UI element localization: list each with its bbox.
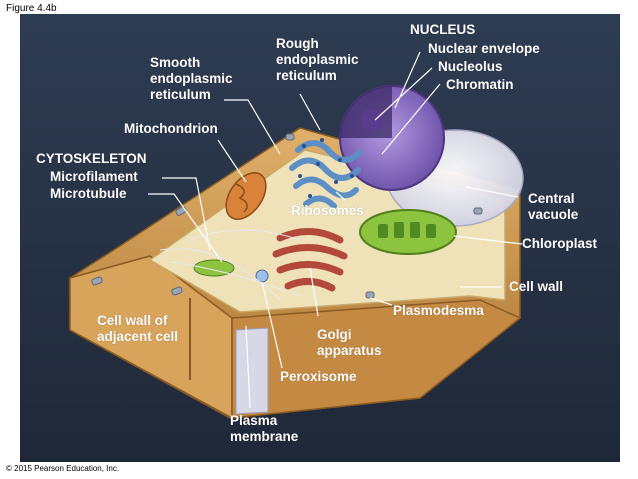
- label-nucleolus: Nucleolus: [438, 59, 503, 74]
- cell-front-face: [231, 299, 522, 419]
- figure-label: Figure 4.4b: [6, 3, 57, 14]
- label-ribosomes: Ribosomes: [291, 203, 364, 218]
- copyright-notice: © 2015 Pearson Education, Inc.: [6, 464, 120, 473]
- label-nuclear-envelope: Nuclear envelope: [428, 41, 540, 56]
- label-microtubule: Microtubule: [50, 186, 127, 201]
- label-cell-wall-adjacent: Cell wall of adjacent cell: [97, 313, 179, 344]
- leader-lines: [148, 51, 523, 409]
- nucleolus-shape: [361, 109, 383, 131]
- plasma-membrane-strip: [235, 327, 269, 415]
- label-golgi: Golgi apparatus: [317, 327, 382, 358]
- label-central-vacuole: Central vacuole: [528, 191, 579, 222]
- label-nucleus-heading: NUCLEUS: [410, 22, 476, 37]
- mitochondrion-cristae: [235, 183, 248, 213]
- label-microfilament: Microfilament: [50, 169, 138, 184]
- label-mitochondrion: Mitochondrion: [124, 121, 218, 136]
- label-cell-wall: Cell wall: [509, 279, 564, 294]
- label-plasmodesma: Plasmodesma: [393, 303, 484, 318]
- rough-er-shape: [289, 140, 363, 209]
- label-peroxisome: Peroxisome: [280, 369, 357, 384]
- plasmodesmata: [91, 133, 483, 299]
- chloroplast-grana: [378, 222, 436, 238]
- label-chromatin: Chromatin: [446, 77, 514, 92]
- cytoskeleton-fibers: [159, 229, 301, 301]
- chloroplast-shape: [359, 209, 457, 255]
- label-plasma-membrane: Plasma membrane: [230, 413, 299, 444]
- ribosome-dots: [298, 138, 354, 198]
- label-smooth-er: Smooth endoplasmic reticulum: [150, 55, 233, 102]
- label-cytoskeleton-heading: CYTOSKELETON: [36, 151, 147, 166]
- label-chloroplast: Chloroplast: [522, 236, 598, 251]
- label-rough-er: Rough endoplasmic reticulum: [276, 36, 359, 83]
